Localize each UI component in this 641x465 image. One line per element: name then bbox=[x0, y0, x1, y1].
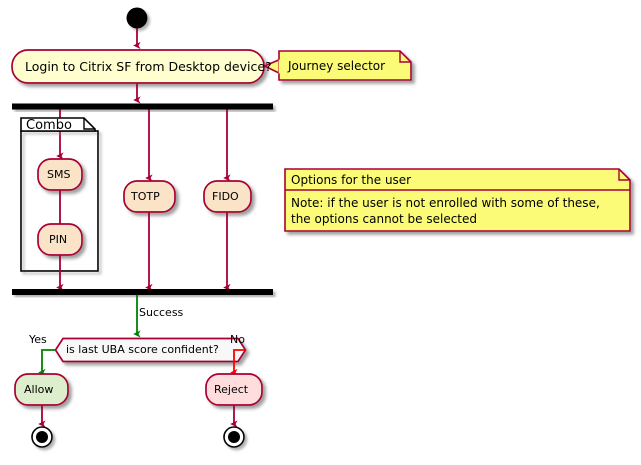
decision-label: is last UBA score confident? bbox=[66, 343, 219, 356]
activity-pin-label: PIN bbox=[49, 233, 68, 246]
note-journey-selector bbox=[262, 50, 412, 81]
note-options-for-user bbox=[284, 168, 631, 232]
fork-bar bbox=[12, 103, 273, 110]
activity-sms-label: SMS bbox=[47, 168, 71, 181]
note-options-body-line2: the options cannot be selected bbox=[291, 212, 478, 226]
activity-reject-label: Reject bbox=[214, 383, 249, 396]
note-options-header: Options for the user bbox=[291, 173, 412, 187]
edge-decision-no bbox=[230, 349, 246, 377]
partition-combo-label: Combo bbox=[26, 118, 72, 133]
activity-fido-label: FIDO bbox=[212, 190, 239, 203]
end-node-reject bbox=[223, 426, 245, 448]
start-node bbox=[126, 7, 148, 29]
activity-allow-label: Allow bbox=[24, 383, 54, 396]
activity-totp-label: TOTP bbox=[131, 190, 160, 203]
edge-label-yes: Yes bbox=[29, 333, 47, 346]
note-journey-selector-text: Journey selector bbox=[288, 59, 386, 73]
edge-label-success: Success bbox=[139, 306, 184, 319]
edge-label-no: No bbox=[230, 333, 245, 346]
note-options-body-line1: Note: if the user is not enrolled with s… bbox=[291, 196, 600, 210]
edge-decision-yes bbox=[38, 349, 56, 377]
join-bar bbox=[12, 289, 273, 295]
activity-login-label: Login to Citrix SF from Desktop device? bbox=[25, 59, 272, 74]
end-node-allow bbox=[31, 426, 53, 448]
